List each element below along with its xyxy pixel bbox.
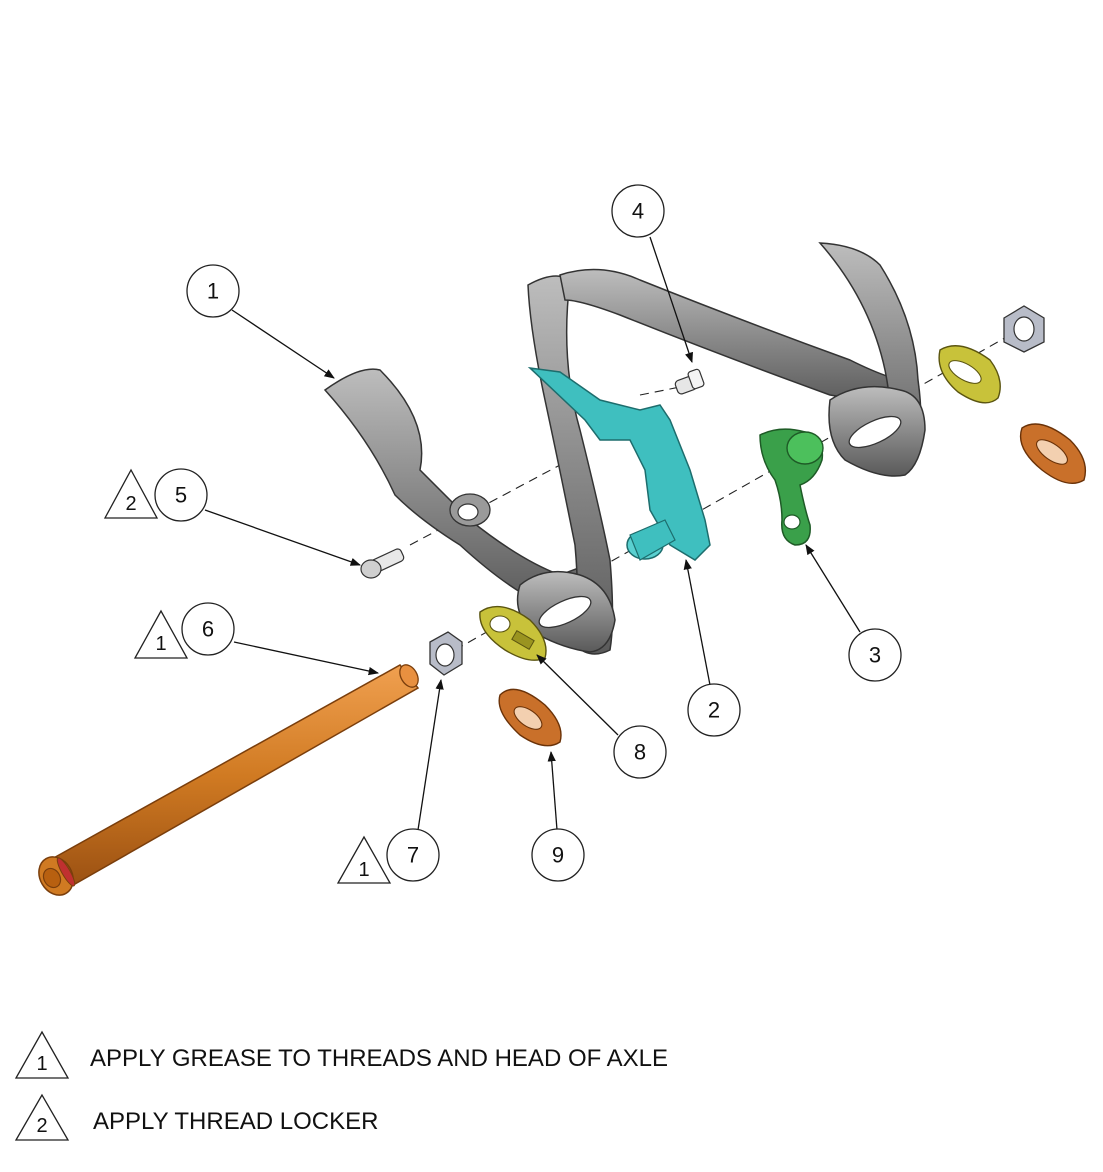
frame-part-1	[323, 242, 926, 655]
note-1-text: APPLY GREASE TO THREADS AND HEAD OF AXLE	[90, 1045, 668, 1072]
washer-right-yellow	[938, 345, 1001, 404]
balloon-8-label: 8	[634, 740, 646, 765]
note-flag-1-label: 1	[155, 633, 166, 655]
note-2: 2 APPLY THREAD LOCKER	[14, 1093, 378, 1141]
bolt-part-5	[360, 548, 405, 579]
balloon-4: 4	[611, 184, 665, 238]
note-flag-2-label: 2	[125, 493, 136, 515]
note-flag-2-at-5: 2	[103, 468, 159, 519]
balloon-9: 9	[531, 828, 585, 882]
balloon-9-label: 9	[552, 843, 564, 868]
bolt-part-4	[674, 368, 705, 395]
balloon-7-label: 7	[407, 843, 419, 868]
balloon-1-label: 1	[207, 279, 219, 304]
dropout-part-3	[759, 428, 824, 546]
balloon-2: 2	[687, 683, 741, 737]
balloon-3-label: 3	[869, 643, 881, 668]
balloon-1: 1	[186, 264, 240, 318]
balloon-8: 8	[613, 725, 667, 779]
notes-legend: 1 APPLY GREASE TO THREADS AND HEAD OF AX…	[14, 1030, 668, 1141]
note-1-flag: 1	[36, 1053, 47, 1075]
note-flag-1-at-6: 1	[133, 609, 189, 659]
balloon-6-label: 6	[202, 617, 214, 642]
nut-part-7	[429, 631, 463, 676]
note-2-flag: 2	[36, 1115, 47, 1137]
balloon-3: 3	[848, 628, 902, 682]
shim-right-orange	[1019, 423, 1087, 484]
axle-part-6	[38, 664, 420, 896]
leader-lines	[204, 236, 861, 831]
note-flag-1-at-7: 1	[336, 835, 392, 884]
balloon-6: 6	[181, 602, 235, 656]
note-1: 1 APPLY GREASE TO THREADS AND HEAD OF AX…	[14, 1030, 668, 1079]
hanger-part-2	[527, 366, 711, 561]
balloon-2-label: 2	[708, 698, 720, 723]
shim-part-9	[498, 688, 562, 747]
balloon-7: 7	[386, 828, 440, 882]
note-flag-1-label: 1	[358, 859, 369, 881]
note-2-text: APPLY THREAD LOCKER	[93, 1108, 378, 1135]
balloon-5: 5	[154, 468, 208, 522]
balloon-5-label: 5	[175, 483, 187, 508]
balloon-4-label: 4	[632, 199, 644, 224]
nut-right	[1003, 305, 1045, 353]
center-lines	[409, 334, 1011, 651]
